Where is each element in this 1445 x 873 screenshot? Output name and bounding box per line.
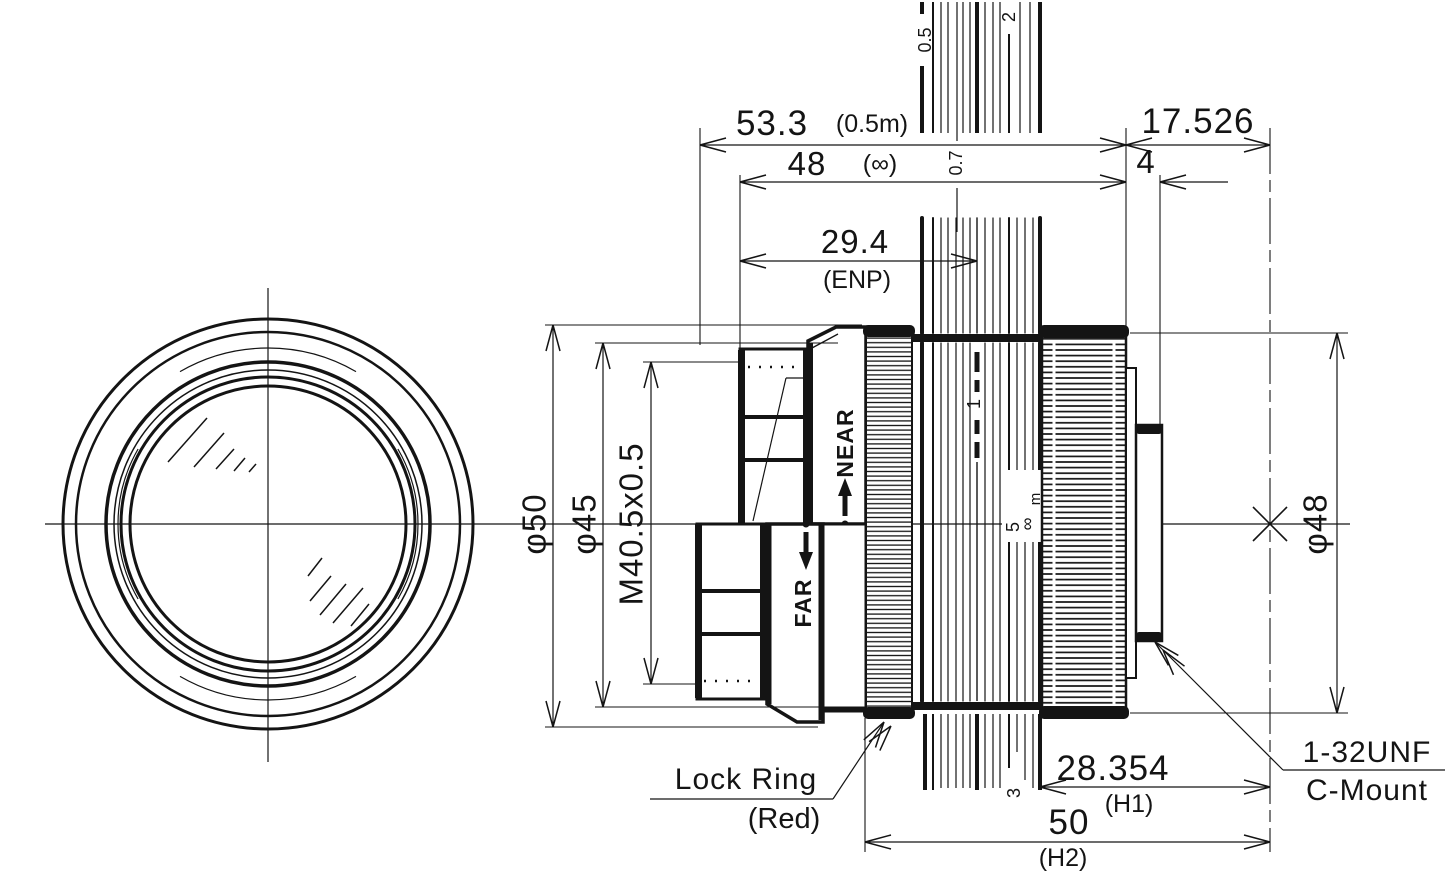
dim-entrance-pupil: 29.4 (ENP): [739, 223, 978, 294]
detail-arc-bottom: [179, 675, 357, 701]
lock-ring-label: Lock Ring: [675, 763, 817, 796]
dim-mount-ring-diameter-value: φ48: [1297, 493, 1334, 554]
dim-h1-value: 28.354: [1056, 749, 1169, 788]
dim-mount-thread-length: 4: [1136, 143, 1228, 190]
fixed-ring-bottom: [821, 522, 868, 713]
lock-ring: [863, 325, 915, 719]
barrel-bottom-edge: [912, 702, 1042, 710]
dim-filter-thread-value: M40.5x0.5: [613, 442, 650, 605]
focus-scale-mark-0-7: 0.7: [946, 150, 966, 175]
barrel-top-edge: [912, 334, 1042, 342]
front-view: [45, 288, 492, 762]
dim-ring-diameter: φ45: [566, 342, 611, 708]
focus-scale-unit: m: [1027, 493, 1044, 506]
dim-overall-05m-note: (0.5m): [836, 110, 908, 138]
dim-entrance-pupil-note: (ENP): [823, 266, 891, 294]
far-arrow-head: [799, 552, 813, 570]
focus-scale-mark-1: 1: [964, 399, 984, 409]
filter-thread-bottom: [695, 522, 767, 701]
retainer-circle: [119, 375, 417, 673]
mount-type-label: C-Mount: [1306, 774, 1428, 807]
dim-mount-thread-length-value: 4: [1136, 143, 1155, 180]
detail-arc-right: [397, 448, 419, 600]
detail-arc-top: [179, 347, 357, 373]
dim-overall-inf-note: (∞): [863, 150, 897, 178]
focus-scale-lines-top: [920, 2, 1042, 133]
focus-scale-mark-5: 5: [1003, 522, 1023, 532]
filter-thread-circle: [104, 360, 432, 688]
detail-arc-left: [117, 448, 139, 600]
mount-thread-label: 1-32UNF: [1303, 736, 1432, 769]
knurled-grip-ring: [1039, 325, 1129, 719]
focus-ring-bezel-bottom: FAR: [765, 520, 825, 724]
mount-callout: 1-32UNF C-Mount: [1149, 636, 1445, 807]
lock-ring-color-note: (Red): [748, 803, 821, 835]
glass-reflection-hatch-upper: [167, 417, 257, 473]
dim-overall-inf-value: 48: [788, 145, 827, 182]
extension-lines: [545, 128, 1348, 852]
c-mount-thread: [1134, 423, 1164, 643]
focus-scale-lines-bottom: [923, 714, 1042, 790]
bezel-circle: [74, 330, 462, 718]
dim-overall-05m-value: 53.3: [736, 104, 808, 143]
side-view: 0.5 2 0.7: [492, 2, 1350, 798]
dim-mount-ring-diameter: φ48: [1297, 332, 1345, 714]
outer-rim-circle: [61, 317, 475, 731]
front-lens-circle: [128, 384, 408, 664]
dim-h1-note: (H1): [1105, 790, 1154, 818]
dim-filter-thread: M40.5x0.5: [613, 361, 659, 685]
dim-overall-inf: 48 (∞): [739, 145, 1127, 190]
focus-scale-mark-2: 2: [999, 12, 1019, 22]
leader-annotations: Lock Ring (Red) 1-32UNF C-Mount: [650, 636, 1445, 835]
dim-h2-note: (H2): [1039, 844, 1088, 872]
dim-front-diameter: φ50: [516, 324, 561, 728]
glass-reflection-hatch-lower: [307, 557, 370, 627]
focus-scale-lines-middle: [920, 216, 1042, 703]
dim-h2-value: 50: [1049, 803, 1090, 842]
rear-step-ring: [1125, 367, 1137, 679]
dim-h2: 50 (H2): [864, 803, 1271, 872]
thread-minor-circle: [113, 369, 423, 679]
dim-entrance-pupil-value: 29.4: [821, 223, 889, 260]
dim-front-diameter-value: φ50: [516, 493, 553, 554]
near-arrow-head: [838, 478, 852, 496]
dim-overall-05m: 53.3 (0.5m): [699, 104, 1127, 153]
far-label: FAR: [790, 579, 816, 628]
dim-ring-diameter-value: φ45: [566, 493, 603, 554]
dim-h1: 28.354 (H1): [1039, 749, 1271, 818]
dimensions: 53.3 (0.5m) 17.526 48 (∞) 4: [516, 102, 1348, 872]
dim-flange-focal-value: 17.526: [1141, 102, 1254, 141]
scale-label-mask: [1002, 470, 1044, 542]
far-index-dot: [802, 520, 810, 528]
focus-ring-bezel-top: NEAR: [806, 325, 868, 528]
focus-scale-mark-3: 3: [1004, 788, 1024, 798]
image-plane-star: [1252, 506, 1288, 542]
dim-flange-focal: 17.526: [1125, 102, 1271, 153]
focus-scale-mark-infinity: ∞: [1017, 517, 1037, 530]
focus-scale-mark-0-5: 0.5: [915, 27, 935, 52]
near-label: NEAR: [832, 408, 858, 477]
lock-ring-callout: Lock Ring (Red): [650, 717, 898, 835]
filter-thread-top: [738, 347, 810, 526]
